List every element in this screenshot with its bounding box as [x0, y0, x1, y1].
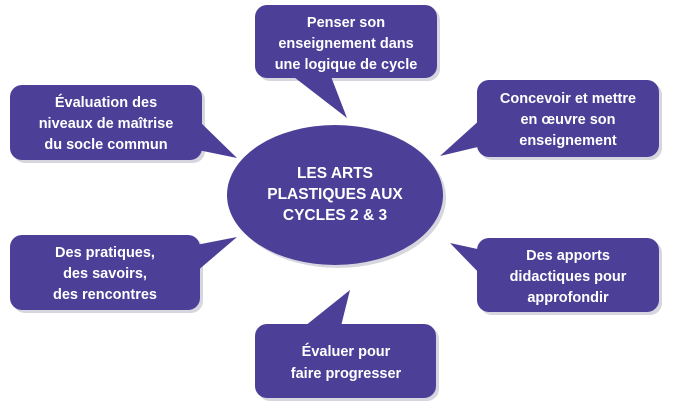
- callout-bottom-left: Des pratiques, des savoirs, des rencontr…: [10, 235, 237, 313]
- callout-text: didactiques pour: [510, 269, 627, 285]
- callout-text: en œuvre son: [520, 112, 615, 128]
- callout-text: Penser son: [307, 15, 385, 31]
- center-line-1: LES ARTS: [297, 165, 373, 182]
- callout-text: Des pratiques,: [55, 245, 155, 261]
- callout-text: enseignement dans: [278, 36, 413, 52]
- callout-text: des rencontres: [53, 287, 157, 303]
- callout-text: faire progresser: [291, 366, 402, 382]
- callout-top: Penser son enseignement dans une logique…: [255, 5, 440, 118]
- callout-text: des savoirs,: [63, 266, 147, 282]
- callout-text: une logique de cycle: [275, 57, 418, 73]
- callout-text: Évaluation des: [55, 94, 157, 111]
- callout-bottom: Évaluer pour faire progresser: [255, 290, 439, 401]
- center-line-3: CYCLES 2 & 3: [283, 207, 388, 224]
- callout-text: Évaluer pour: [302, 343, 391, 360]
- center-line-2: PLASTIQUES AUX: [267, 186, 403, 203]
- callout-text: Des apports: [526, 248, 610, 264]
- center-node: LES ARTS PLASTIQUES AUX CYCLES 2 & 3: [227, 125, 446, 268]
- callout-text: approfondir: [527, 290, 609, 306]
- callout-text: niveaux de maîtrise: [39, 116, 174, 132]
- callout-top-left: Évaluation des niveaux de maîtrise du so…: [10, 85, 237, 163]
- callout-top-right: Concevoir et mettre en œuvre son enseign…: [440, 80, 662, 160]
- callout-bottom-right: Des apports didactiques pour approfondir: [450, 238, 662, 315]
- callout-text: Concevoir et mettre: [500, 91, 636, 107]
- callout-text: enseignement: [519, 133, 617, 149]
- callout-text: du socle commun: [44, 137, 167, 153]
